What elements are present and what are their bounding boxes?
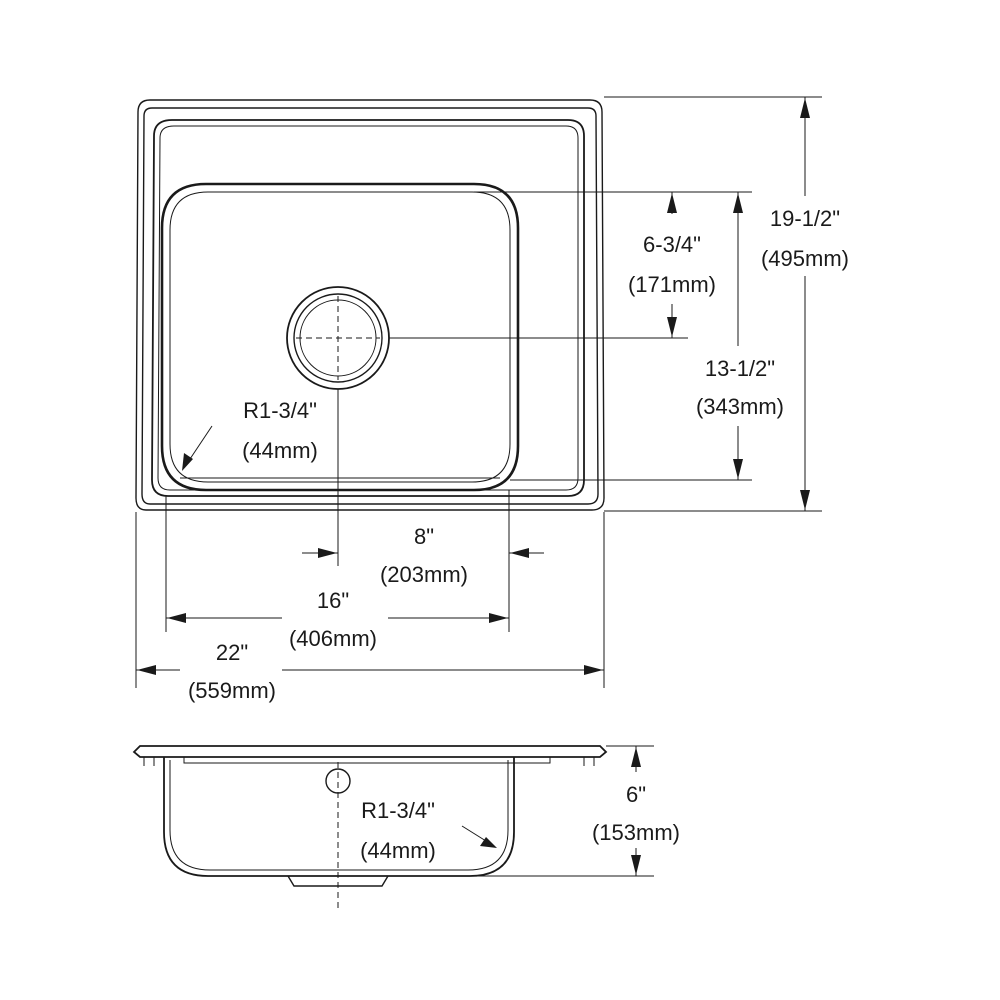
dim-corner-radius-top: R1-3/4" (44mm) [182, 398, 318, 471]
sink-top-view: 6-3/4" (171mm) 13-1/2" (343mm) 19-1/2" (… [135, 96, 849, 703]
sink-deck [151, 119, 585, 497]
drain [286, 286, 390, 390]
arrow-up-icon [800, 98, 810, 118]
bowl-inner-outline [169, 191, 511, 483]
dim-drain-offset-in: 8" [414, 524, 434, 549]
arrow-left-icon [510, 548, 529, 558]
side-bowl-inner [169, 760, 509, 871]
sink-side-view: 6" (153mm) R1-3/4" (44mm) [132, 745, 680, 910]
sink-deck-inner [157, 125, 579, 491]
dim-drain-offset-mm: (203mm) [380, 562, 468, 587]
dim-drain-depth-in: 6-3/4" [643, 232, 701, 257]
arrow-right-icon [318, 548, 337, 558]
dim-corner-radius-side: R1-3/4" (44mm) [360, 798, 497, 863]
arrow-leader-icon [480, 837, 497, 848]
dim-overall-length-in: 19-1/2" [770, 206, 840, 231]
dim-drain-depth: 6-3/4" (171mm) [628, 192, 716, 338]
dim-bowl-length-in: 13-1/2" [705, 356, 775, 381]
side-mounting-rail [183, 756, 551, 764]
dim-overall-width-mm: (559mm) [188, 678, 276, 703]
dim-bowl-depth-in: 6" [626, 782, 646, 807]
drain-inner-ring [293, 293, 383, 383]
arrow-up-icon [733, 193, 743, 213]
arrow-right-icon [489, 613, 508, 623]
dim-bowl-width-in: 16" [317, 588, 349, 613]
dim-overall-length: 19-1/2" (495mm) [761, 97, 849, 511]
dim-bowl-width: 16" (406mm) [166, 588, 509, 651]
sink-inner-rim [141, 107, 599, 505]
arrow-right-icon [584, 665, 603, 675]
dim-overall-width-in: 22" [216, 640, 248, 665]
dim-bowl-length: 13-1/2" (343mm) [696, 192, 784, 480]
arrow-down-icon [631, 855, 641, 875]
dim-overall-length-mm: (495mm) [761, 246, 849, 271]
dim-corner-radius-side-in: R1-3/4" [361, 798, 435, 823]
arrow-down-icon [667, 317, 677, 337]
dim-bowl-width-mm: (406mm) [289, 626, 377, 651]
arrow-left-icon [137, 665, 156, 675]
dim-bowl-depth: 6" (153mm) [592, 746, 680, 876]
arrow-leader-icon [182, 453, 193, 471]
dim-bowl-length-mm: (343mm) [696, 394, 784, 419]
dim-corner-radius-top-mm: (44mm) [242, 438, 318, 463]
dim-overall-width: 22" (559mm) [136, 640, 604, 703]
dim-corner-radius-side-mm: (44mm) [360, 838, 436, 863]
dim-drain-offset: 8" (203mm) [302, 524, 544, 587]
dim-bowl-depth-mm: (153mm) [592, 820, 680, 845]
bowl-outline [160, 182, 520, 492]
sink-outer-rim [135, 99, 605, 511]
arrow-down-icon [800, 490, 810, 510]
dim-drain-depth-mm: (171mm) [628, 272, 716, 297]
arrow-down-icon [733, 459, 743, 479]
arrow-up-icon [667, 193, 677, 213]
side-rim [132, 745, 608, 758]
dim-corner-radius-top-in: R1-3/4" [243, 398, 317, 423]
arrow-left-icon [167, 613, 186, 623]
side-bowl-outline [163, 757, 515, 877]
arrow-up-icon [631, 747, 641, 767]
